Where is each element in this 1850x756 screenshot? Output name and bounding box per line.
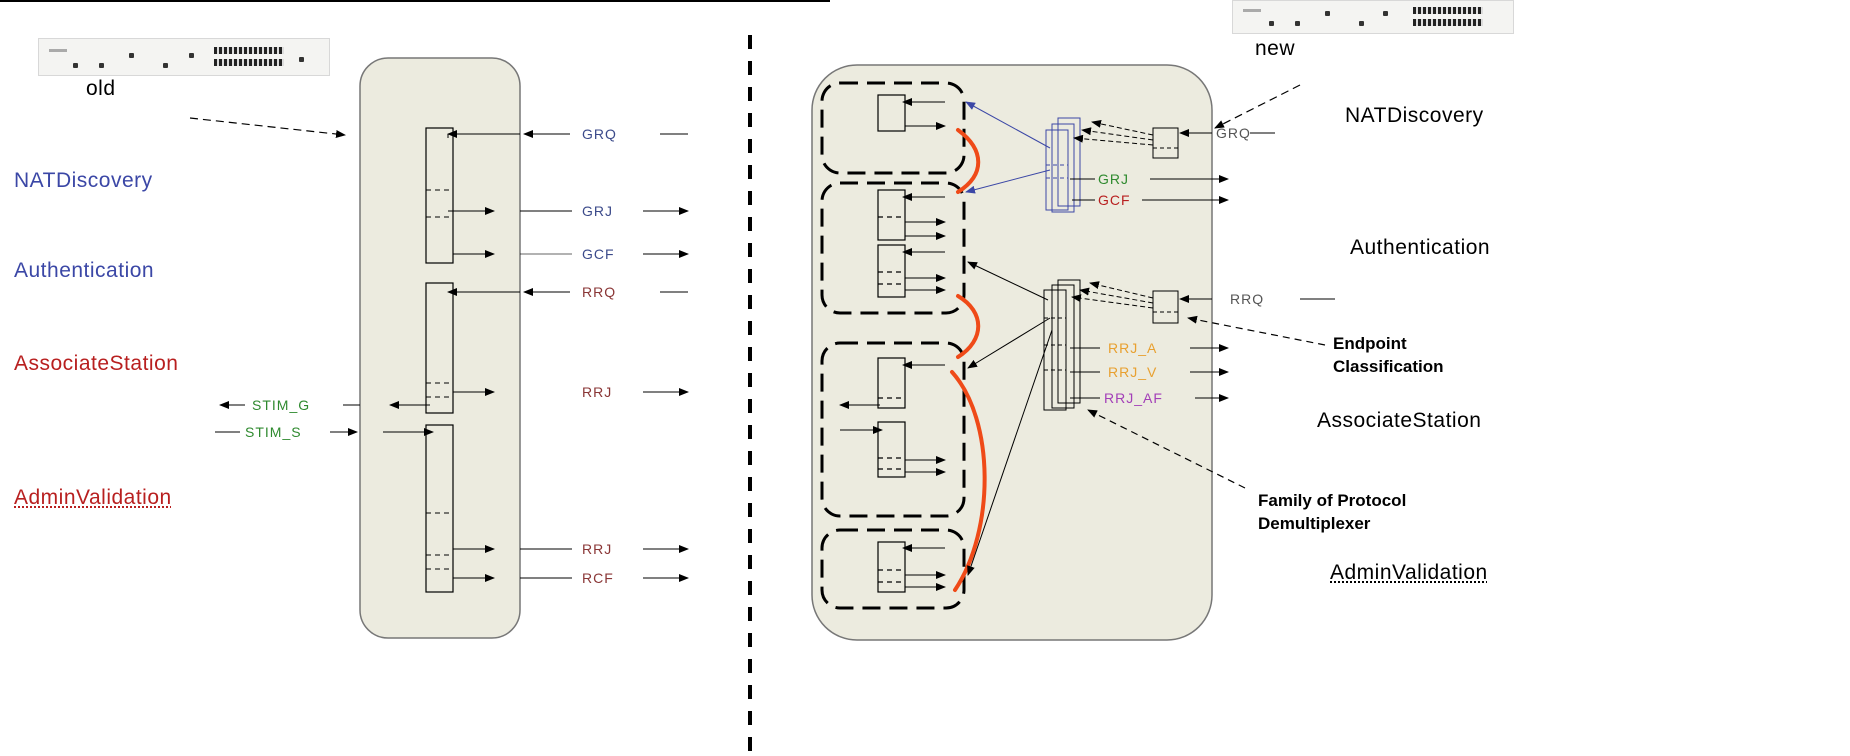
new-device-label: new bbox=[1255, 38, 1295, 59]
old-device-label: old bbox=[86, 78, 116, 99]
old-module-label-adminvalidation: AdminValidation bbox=[14, 487, 172, 508]
old-msg-gcf: GCF bbox=[582, 247, 615, 261]
old-pointer-arrow bbox=[190, 118, 345, 135]
old-msg-rcf: RCF bbox=[582, 571, 614, 585]
new-msg-grq: GRQ bbox=[1216, 126, 1251, 140]
old-msg-rrq: RRQ bbox=[582, 285, 616, 299]
old-msg-grj: GRJ bbox=[582, 204, 613, 218]
new-msg-rrq: RRQ bbox=[1230, 292, 1264, 306]
old-device-image bbox=[38, 38, 330, 76]
new-module-label-associatestation: AssociateStation bbox=[1317, 410, 1481, 431]
new-module-label-adminvalidation: AdminValidation bbox=[1330, 562, 1488, 583]
new-msg-rrj-a: RRJ_A bbox=[1108, 341, 1157, 355]
new-pointer-arrow bbox=[1215, 85, 1300, 128]
old-msg-stim-s: STIM_S bbox=[245, 425, 302, 439]
old-msg-rrj-2: RRJ bbox=[582, 542, 612, 556]
annotation-protocol-demux: Family of Protocol Demultiplexer bbox=[1258, 490, 1406, 536]
old-msg-stim-g: STIM_G bbox=[252, 398, 310, 412]
new-msg-gcf: GCF bbox=[1098, 193, 1131, 207]
new-device-image bbox=[1232, 0, 1514, 34]
old-msg-rrj-1: RRJ bbox=[582, 385, 612, 399]
old-gatekeeper-box bbox=[360, 58, 520, 638]
annotation-endpoint-classification: Endpoint Classification bbox=[1333, 333, 1444, 379]
new-msg-rrj-v: RRJ_V bbox=[1108, 365, 1157, 379]
old-module-label-natdiscovery: NATDiscovery bbox=[14, 170, 153, 191]
new-msg-grj: GRJ bbox=[1098, 172, 1129, 186]
new-module-label-authentication: Authentication bbox=[1350, 237, 1490, 258]
new-module-label-natdiscovery: NATDiscovery bbox=[1345, 105, 1484, 126]
new-msg-rrj-af: RRJ_AF bbox=[1104, 391, 1163, 405]
old-msg-grq: GRQ bbox=[582, 127, 617, 141]
old-module-label-authentication: Authentication bbox=[14, 260, 154, 281]
old-module-label-associatestation: AssociateStation bbox=[14, 353, 178, 374]
